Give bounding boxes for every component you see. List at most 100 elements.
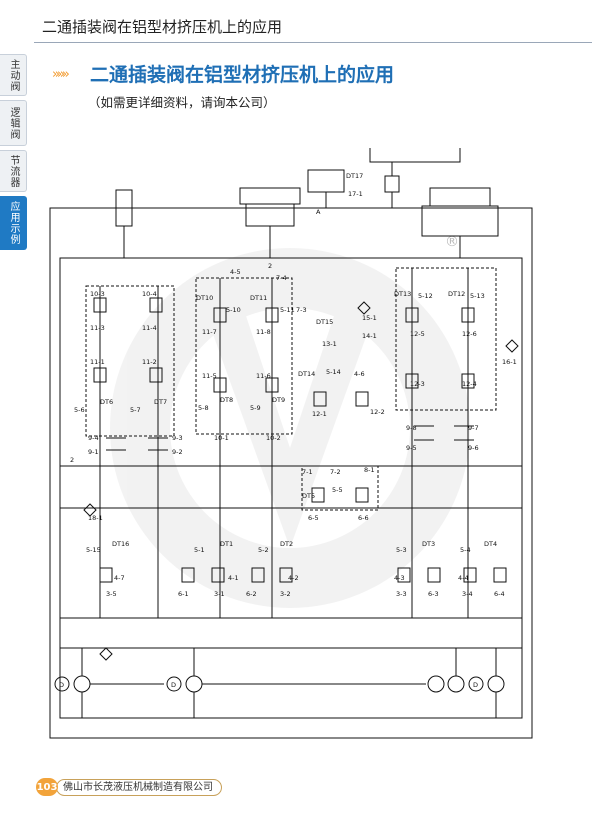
component-label: DT10	[196, 294, 213, 302]
component-label: 11-7	[202, 328, 217, 336]
component-label: DT2	[280, 540, 293, 548]
component-label: 12-2	[370, 408, 385, 416]
component-label: 10-2	[266, 434, 281, 442]
component-label: 5-6	[74, 406, 85, 414]
component-label: 11-3	[90, 324, 105, 332]
main-cylinder-left	[239, 187, 301, 205]
component-label: 4-1	[228, 574, 239, 582]
component-label: 8-1	[364, 466, 375, 474]
component-label: 6-5	[308, 514, 319, 522]
component-label: 4-3	[394, 574, 405, 582]
component-label: 14-1	[362, 332, 377, 340]
component-label: DT1	[220, 540, 233, 548]
component-label: 5-9	[250, 404, 261, 412]
manifold-block-1	[85, 285, 175, 437]
component-label: 11-5	[202, 372, 217, 380]
valve-17-1	[307, 169, 345, 193]
pump-right-1	[427, 675, 445, 693]
watermark-logo	[110, 248, 470, 608]
component-label: DT8	[220, 396, 233, 404]
page-number: 103	[36, 778, 58, 796]
component-label: 4-2	[288, 574, 299, 582]
component-label: DT9	[272, 396, 285, 404]
component-label: 5-2	[258, 546, 269, 554]
component-label: 9-2	[172, 448, 183, 456]
tank-top	[369, 148, 461, 163]
pump-right-2	[447, 675, 465, 693]
component-label: 4-7	[114, 574, 125, 582]
component-label: D	[473, 681, 478, 689]
component-label: DT12	[448, 290, 465, 298]
manifold-block-2	[195, 277, 293, 435]
component-label: 7-2	[330, 468, 341, 476]
company-name: 佛山市长茂液压机械制造有限公司	[56, 779, 222, 796]
pump-center	[185, 675, 203, 693]
component-label: 7-4	[276, 274, 287, 282]
component-label: DT13	[394, 290, 411, 298]
component-label: DT4	[484, 540, 497, 548]
component-label: 2	[70, 456, 74, 464]
component-label: 11-6	[256, 372, 271, 380]
title-arrows-icon: »»»	[52, 67, 70, 82]
pump-left	[73, 675, 91, 693]
component-label: 11-1	[90, 358, 105, 366]
component-label: DT6	[100, 398, 113, 406]
component-label: 5-4	[460, 546, 471, 554]
component-label: 5-14	[326, 368, 341, 376]
page-subtitle: （如需更详细资料，请询本公司）	[88, 95, 276, 110]
component-label: 7-1	[302, 468, 313, 476]
component-label: 10-4	[142, 290, 157, 298]
component-label: 3-3	[396, 590, 407, 598]
component-label: 5-15	[86, 546, 101, 554]
component-label: 5-7	[130, 406, 141, 414]
component-label: 11-4	[142, 324, 157, 332]
component-label: 5-1	[194, 546, 205, 554]
component-label: DT15	[316, 318, 333, 326]
main-cylinder-right	[429, 187, 491, 207]
main-return-loop	[49, 207, 533, 739]
component-label: 5-12	[418, 292, 433, 300]
component-label: 3-1	[214, 590, 225, 598]
component-label: DT5	[302, 492, 315, 500]
side-tab-logic-valve[interactable]: 逻辑阀	[0, 100, 27, 146]
component-label: 2	[268, 262, 272, 270]
component-label: 12-4	[462, 380, 477, 388]
motor-center	[166, 676, 182, 692]
component-label: 12-1	[312, 410, 327, 418]
component-label: 18-1	[88, 514, 103, 522]
manifold-block-3	[395, 267, 497, 411]
side-tab-main-valve[interactable]: 主动阀	[0, 54, 27, 96]
component-label: DT7	[154, 398, 167, 406]
motor-left	[54, 676, 70, 692]
component-label: 3-2	[280, 590, 291, 598]
component-label: 12-5	[410, 330, 425, 338]
component-label: 6-2	[246, 590, 257, 598]
component-label: 13-1	[322, 340, 337, 348]
page-title: 二通插装阀在铝型材挤压机上的应用	[90, 64, 395, 86]
side-tab-application-examples[interactable]: 应用示例	[0, 196, 27, 250]
component-label: 5-13	[470, 292, 485, 300]
component-label: 3-4	[462, 590, 473, 598]
outer-frame	[59, 257, 523, 719]
component-label: 15-1	[362, 314, 377, 322]
running-title: 二通插装阀在铝型材挤压机上的应用	[42, 18, 283, 36]
hydraulic-schematic: ®	[49, 148, 533, 739]
side-tab-throttle[interactable]: 节流器	[0, 150, 27, 192]
component-label: 6-1	[178, 590, 189, 598]
component-label: 11-8	[256, 328, 271, 336]
header-rule	[34, 42, 592, 43]
component-label: 5-11	[280, 306, 295, 314]
component-label: DT11	[250, 294, 267, 302]
component-label: 6-3	[428, 590, 439, 598]
component-label: 9-5	[406, 444, 417, 452]
component-label: 6-4	[494, 590, 505, 598]
pump-right-3	[487, 675, 505, 693]
component-label: A	[316, 208, 321, 216]
component-label: 9-8	[406, 424, 417, 432]
component-label: DT14	[298, 370, 315, 378]
component-label: 9-6	[468, 444, 479, 452]
component-label: 10-1	[214, 434, 229, 442]
component-label: DT3	[422, 540, 435, 548]
component-label: 4-4	[458, 574, 469, 582]
motor-right	[468, 676, 484, 692]
